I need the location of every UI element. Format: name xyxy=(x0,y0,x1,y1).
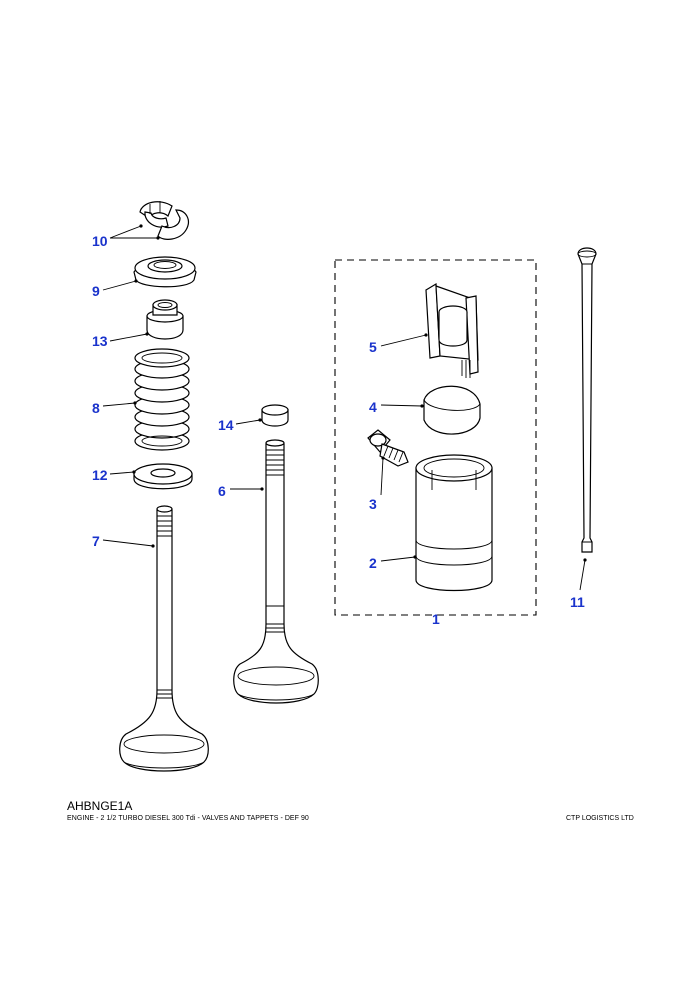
part-roller-clip xyxy=(425,282,479,378)
callout-7: 7 xyxy=(92,533,100,549)
tappet-assembly-box xyxy=(334,259,537,616)
callout-10: 10 xyxy=(92,233,108,249)
part-pushrod xyxy=(577,247,597,553)
callout-8: 8 xyxy=(92,400,100,416)
callout-5: 5 xyxy=(369,339,377,355)
part-stem-cap xyxy=(261,404,289,427)
callout-9: 9 xyxy=(92,283,100,299)
callout-13: 13 xyxy=(92,333,108,349)
callout-14: 14 xyxy=(218,417,234,433)
callout-11: 11 xyxy=(570,594,585,610)
figure-code: AHBNGE1A xyxy=(67,799,133,813)
callout-12: 12 xyxy=(92,467,108,483)
part-adjusting-screw xyxy=(367,429,409,467)
part-collets xyxy=(139,201,189,240)
callout-3: 3 xyxy=(369,496,377,512)
part-tappet-cap xyxy=(423,385,481,435)
part-spring-washer xyxy=(133,463,193,490)
part-tappet-body xyxy=(415,454,493,592)
part-spring-cap xyxy=(133,256,197,288)
part-valve-spring xyxy=(134,348,190,451)
callout-6: 6 xyxy=(218,483,226,499)
callout-1: 1 xyxy=(432,611,440,627)
callout-2: 2 xyxy=(369,555,377,571)
callout-4: 4 xyxy=(369,399,377,415)
company-name: CTP LOGISTICS LTD xyxy=(566,815,634,822)
leader-lines xyxy=(102,224,587,591)
figure-caption: ENGINE - 2 1/2 TURBO DIESEL 300 Tdi - VA… xyxy=(67,815,309,822)
part-inlet-valve xyxy=(119,505,209,772)
part-stem-seal xyxy=(146,299,184,340)
part-exhaust-valve xyxy=(233,439,319,704)
